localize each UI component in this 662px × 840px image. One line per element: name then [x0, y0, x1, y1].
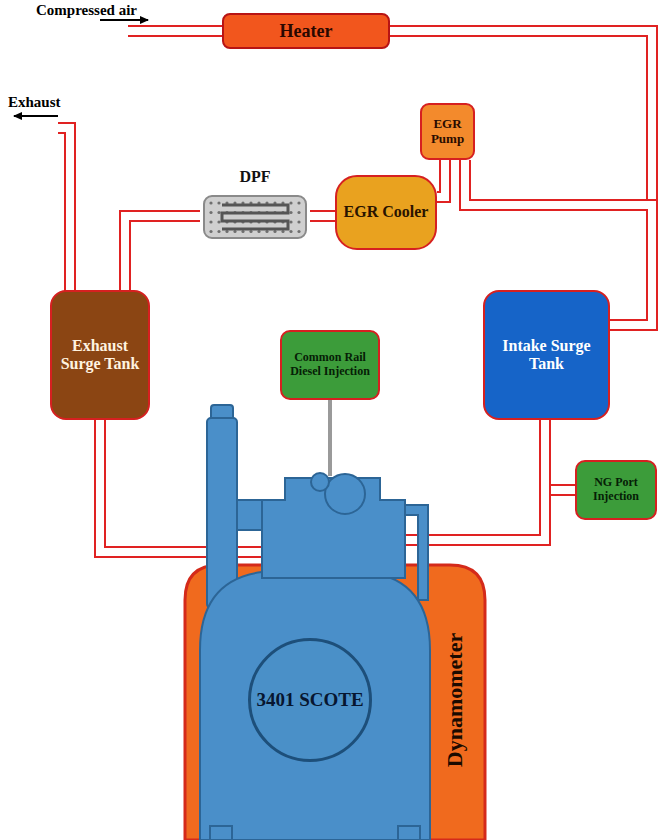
flow-arrow [14, 115, 58, 117]
injector-line [328, 400, 332, 476]
engine-label-circle: 3401 SCOTE [248, 638, 372, 762]
pipe-bore [437, 160, 445, 197]
node-text: Dynamometer [442, 633, 467, 767]
tank-box: Intake Surge Tank [483, 290, 610, 420]
filter-image [200, 192, 310, 242]
flow-label: Compressed air [36, 2, 137, 19]
pump-box: EGR Pump [420, 103, 475, 160]
injection-box: Common Rail Diesel Injection [280, 330, 380, 400]
pipe-outline [125, 216, 200, 290]
injection-box: NG Port Injection [575, 460, 657, 520]
heater-box: Heater [222, 13, 390, 49]
node-text: NG Port Injection [581, 476, 651, 504]
pipe-bore [125, 216, 200, 290]
pipe-bore [390, 31, 652, 325]
pipe-outline [310, 210, 335, 222]
pipe-outline [390, 31, 652, 325]
node-text: Common Rail Diesel Injection [286, 351, 374, 379]
tank-box: Exhaust Surge Tank [50, 290, 150, 420]
dynamometer-shape [185, 565, 485, 840]
dynamometer-band: Dynamometer 3401 SCOTE [185, 565, 485, 840]
node-text: EGR Pump [426, 117, 469, 147]
pipe-connector [125, 216, 200, 290]
node-text: Intake Surge Tank [489, 337, 604, 374]
pipe-connector [310, 216, 335, 217]
node-text: Exhaust Surge Tank [56, 337, 144, 374]
pipe-outline [437, 160, 445, 197]
rotated-label-holder: Dynamometer [440, 600, 470, 800]
node-text: EGR Cooler [344, 203, 429, 221]
cooler-box: EGR Cooler [335, 175, 437, 250]
flow-label: Exhaust [8, 94, 61, 111]
node-text: DPF [239, 168, 270, 186]
pipe-bore [310, 212, 335, 220]
pipe-connector [390, 31, 652, 325]
flow-arrow [100, 19, 148, 21]
node-text: 3401 SCOTE [256, 689, 363, 711]
pipe-connector [437, 160, 445, 197]
filter-node: DPF [200, 168, 310, 242]
engine-body [200, 405, 430, 840]
node-text: Heater [280, 21, 333, 42]
